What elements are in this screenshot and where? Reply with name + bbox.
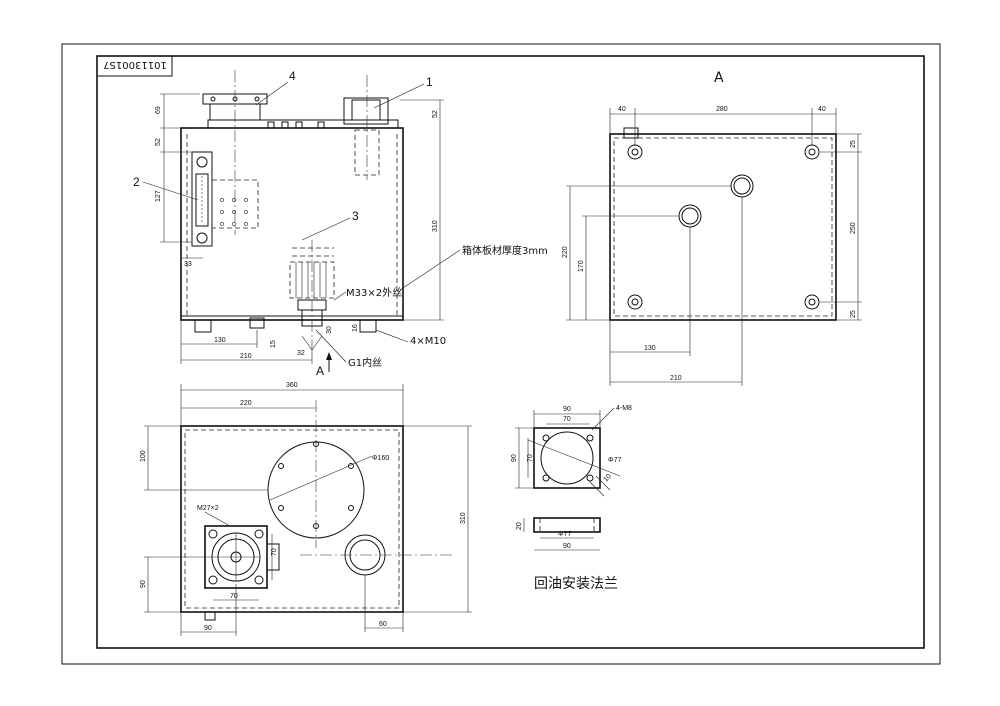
dim-flange-20: 20 (516, 522, 523, 530)
filter-top (343, 97, 389, 125)
hole-pattern (211, 179, 259, 229)
dim-flange-70b: 70 (527, 454, 534, 462)
view-arrow-label: A (316, 364, 324, 378)
flange-plate (533, 427, 601, 489)
dim-top-100: 100 (140, 450, 147, 462)
note-m33: M33×2外丝 (346, 287, 402, 299)
dim-a-130: 130 (644, 345, 656, 352)
top-view: Φ160 M27×2 360 220 100 310 90 70 70 (140, 382, 472, 636)
note-4m8: 4-M8 (616, 405, 632, 412)
dim-top-70: 70 (230, 593, 238, 600)
note-dia160: Φ160 (372, 455, 389, 462)
note-g1: G1内丝 (348, 356, 382, 369)
dim-52a: 52 (155, 138, 162, 146)
dim-top-90b: 90 (204, 625, 212, 632)
dim-130: 130 (214, 337, 226, 344)
dim-top-90a: 90 (140, 580, 147, 588)
dim-top-60: 60 (379, 621, 387, 628)
dim-a-220: 220 (562, 246, 569, 258)
view-a: A 40 280 40 25 250 25 220 170 130 210 (562, 70, 862, 386)
dim-a-210: 210 (670, 375, 682, 382)
dim-a-280: 280 (716, 106, 728, 113)
dim-a-170: 170 (578, 260, 585, 272)
dim-top-310: 310 (460, 512, 467, 524)
flange-section (533, 517, 601, 533)
dim-flange-90b: 90 (511, 454, 518, 462)
dim-flange-77b: Φ77 (558, 531, 571, 538)
dim-top-220: 220 (240, 400, 252, 407)
inner-frame (96, 55, 925, 649)
dim-a-250: 250 (850, 222, 857, 234)
dim-30: 30 (326, 326, 333, 334)
dim-a-25a: 25 (850, 140, 857, 148)
dim-a-40b: 40 (818, 106, 826, 113)
flange-title: 回油安装法兰 (534, 576, 618, 592)
dim-15: 15 (270, 340, 277, 348)
view-a-body (609, 133, 837, 321)
balloon-1: 1 (426, 75, 433, 89)
dim-127: 127 (155, 190, 162, 202)
title-block: 10113001S7 (96, 55, 173, 77)
balloon-4: 4 (289, 69, 296, 83)
dim-69: 69 (155, 106, 162, 114)
note-m27: M27×2 (197, 505, 219, 512)
dim-33: 33 (184, 261, 192, 268)
balloon-3: 3 (352, 209, 359, 223)
dim-flange-90c: 90 (563, 543, 571, 550)
balloon-2: 2 (133, 175, 140, 189)
dim-a-25b: 25 (850, 310, 857, 318)
dim-a-40a: 40 (618, 106, 626, 113)
dim-flange-70a: 70 (563, 416, 571, 423)
front-view: 69 52 127 33 52 310 130 210 15 30 16 32 … (133, 69, 548, 378)
dim-210: 210 (240, 353, 252, 360)
view-a-label: A (714, 70, 724, 86)
dim-flange-77a: Φ77 (608, 457, 621, 464)
dim-310: 310 (432, 220, 439, 232)
top-view-body (180, 425, 404, 613)
note-4m10: 4×M10 (410, 336, 446, 347)
dim-top-360: 360 (286, 382, 298, 389)
dim-32: 32 (297, 350, 305, 357)
return-filter (289, 240, 335, 340)
dim-flange-90a: 90 (563, 406, 571, 413)
dim-top-70b: 70 (271, 548, 278, 556)
dim-52b: 52 (432, 110, 439, 118)
outer-frame (61, 43, 941, 665)
return-flange: Φ77 4-M8 10 90 70 90 70 20 Φ77 90 回油安装法兰 (511, 405, 632, 592)
dim-16: 16 (352, 324, 359, 332)
dim-flange-10: 10 (602, 473, 613, 484)
drawing-number: 10113001S7 (103, 59, 167, 70)
note-thickness: 箱体板材厚度3mm (462, 244, 548, 257)
